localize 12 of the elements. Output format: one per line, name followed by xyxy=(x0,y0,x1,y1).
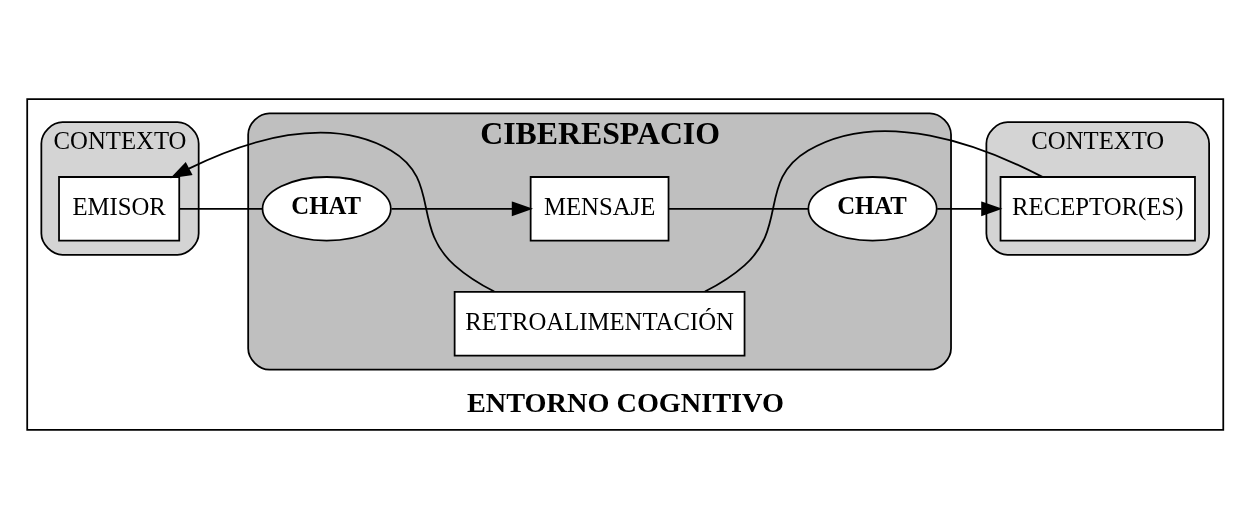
node-box: RETROALIMENTACIÓN xyxy=(453,291,746,357)
connector xyxy=(704,130,1044,293)
node-ellipse: CHAT xyxy=(807,176,938,242)
arrow xyxy=(936,201,1003,217)
node-ellipse: CHAT xyxy=(261,176,392,242)
node-box: EMISOR xyxy=(58,176,181,242)
arrow xyxy=(170,131,496,293)
node-box: RECEPTOR(ES) xyxy=(999,176,1196,242)
connector xyxy=(667,207,809,210)
connector xyxy=(178,207,264,210)
node-box: MENSAJE xyxy=(529,176,670,242)
arrow xyxy=(390,201,534,217)
